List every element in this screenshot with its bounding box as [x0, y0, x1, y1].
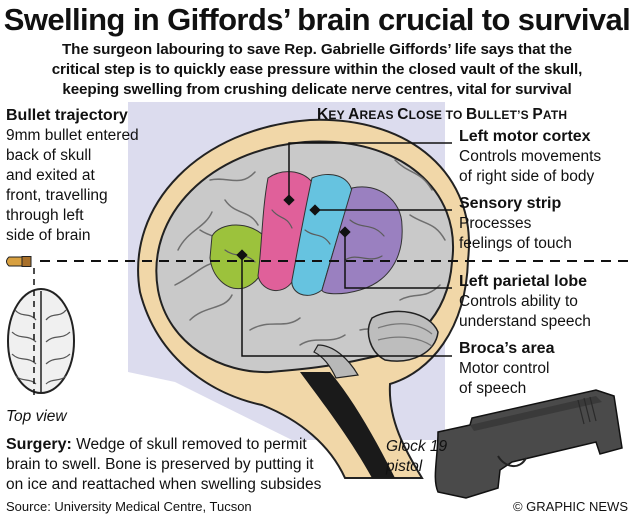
surgery-line: on ice and reattached when swelling subs…: [6, 476, 322, 493]
key-areas-heading: KEY AREAS CLOSE TO BULLET’S PATH: [317, 106, 568, 123]
surgery-block: Surgery: Wedge of skull removed to permi…: [6, 435, 321, 495]
trajectory-line: front, travelling: [6, 187, 108, 204]
brain-folds: [174, 159, 446, 346]
trajectory-line: 9mm bullet entered: [6, 127, 139, 144]
graphic-credit: © GRAPHIC NEWS: [512, 499, 628, 514]
trajectory-heading: Bullet trajectory: [6, 107, 128, 124]
subtitle-line: keeping swelling from crushing delicate …: [62, 81, 572, 98]
pistol-icon: [434, 389, 623, 499]
trajectory-line: side of brain: [6, 227, 91, 244]
area-desc: Controls movements: [459, 148, 602, 165]
area-name: Left parietal lobe: [459, 273, 588, 290]
top-view-label: Top view: [6, 408, 67, 425]
area-desc: of right side of body: [459, 168, 595, 185]
leader-lines: [241, 142, 452, 357]
trajectory-line: through left: [6, 207, 84, 224]
bullet-icon: [6, 256, 32, 267]
surgery-line: Surgery: Wedge of skull removed to permi…: [6, 436, 307, 453]
brainstem: [313, 344, 359, 379]
area-brocas-area: Broca’s area Motor control of speech: [459, 339, 554, 399]
area-desc: Controls ability to: [459, 293, 578, 310]
trajectory-line: and exited at: [6, 167, 95, 184]
area-desc: Processes: [459, 215, 532, 232]
pointer-dots: [236, 194, 351, 261]
area-desc: understand speech: [459, 313, 591, 330]
surgery-line: brain to swell. Bone is preserved by put…: [6, 456, 314, 473]
area-name: Left motor cortex: [459, 128, 591, 145]
pistol-label: Glock 19 pistol: [386, 438, 448, 475]
subtitle-line: critical step is to quickly ease pressur…: [51, 61, 583, 78]
source-credit: Source: University Medical Centre, Tucso…: [6, 499, 252, 514]
area-desc: of speech: [459, 380, 527, 397]
top-view-brain: [7, 268, 75, 400]
trajectory-block: Bullet trajectory 9mm bullet entered bac…: [6, 106, 139, 246]
parietal-lobe-region: [321, 186, 403, 295]
page-title: Swelling in Giffords’ brain crucial to s…: [3, 2, 631, 37]
area-sensory-strip: Sensory strip Processes feelings of touc…: [459, 194, 572, 254]
cerebellum: [367, 310, 439, 362]
trajectory-line: back of skull: [6, 147, 92, 164]
area-name: Broca’s area: [459, 340, 555, 357]
area-parietal-lobe: Left parietal lobe Controls ability to u…: [459, 272, 591, 332]
surgery-label: Surgery:: [6, 436, 72, 453]
spinal-cord: [300, 372, 395, 478]
area-motor-cortex: Left motor cortex Controls movements of …: [459, 127, 601, 187]
area-desc: Motor control: [459, 360, 550, 377]
area-desc: feelings of touch: [459, 235, 572, 252]
subtitle: The surgeon labouring to save Rep. Gabri…: [4, 40, 630, 100]
area-name: Sensory strip: [459, 195, 562, 212]
subtitle-line: The surgeon labouring to save Rep. Gabri…: [61, 41, 573, 58]
